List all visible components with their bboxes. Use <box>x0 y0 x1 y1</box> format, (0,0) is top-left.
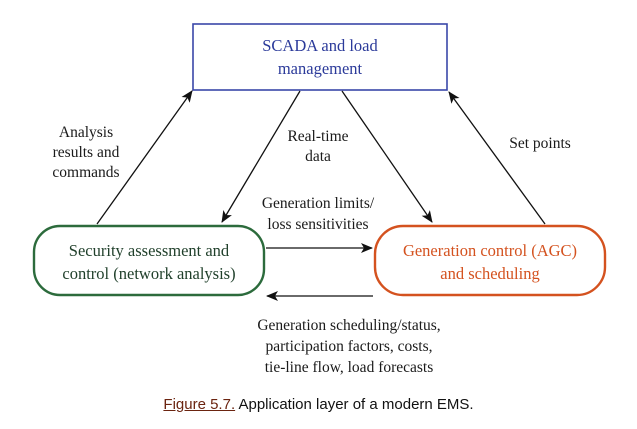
scheduling-label-line1: Generation scheduling/status, <box>257 317 440 334</box>
analysis-label-line1: Analysis <box>59 124 113 141</box>
limits-label-line1: Generation limits/ <box>262 195 375 212</box>
figure-number: Figure 5.7. <box>163 396 236 413</box>
setpoints-label: Set points <box>509 135 571 152</box>
limits-label-line2: loss sensitivities <box>267 216 368 233</box>
analysis-label-line2: results and <box>53 144 120 161</box>
generation-label-line2: and scheduling <box>440 264 539 283</box>
arrow-scada-to-generation <box>341 90 433 223</box>
ems-diagram: SCADA and load management Security asses… <box>32 23 607 376</box>
arrow-security-to-scada <box>96 90 193 225</box>
analysis-label-line3: commands <box>52 164 119 181</box>
generation-node <box>373 224 607 297</box>
figure-caption: Figure 5.7. Application layer of a moder… <box>0 396 637 413</box>
figure-caption-text: Application layer of a modern EMS. <box>238 396 474 413</box>
scheduling-label-line2: participation factors, costs, <box>265 338 432 355</box>
security-node <box>32 224 266 297</box>
scheduling-label-line3: tie-line flow, load forecasts <box>265 359 434 376</box>
scada-node <box>192 23 448 91</box>
security-label-line2: control (network analysis) <box>62 264 235 283</box>
arrow-generation-to-scada <box>448 91 546 225</box>
realtime-label-line2: data <box>305 148 331 165</box>
realtime-label-line1: Real-time <box>287 128 348 145</box>
generation-label-line1: Generation control (AGC) <box>403 241 577 260</box>
scada-label-line2: management <box>278 59 363 78</box>
scada-label-line1: SCADA and load <box>262 36 378 55</box>
security-label-line1: Security assessment and <box>69 241 230 260</box>
arrow-scada-to-security <box>221 90 301 223</box>
